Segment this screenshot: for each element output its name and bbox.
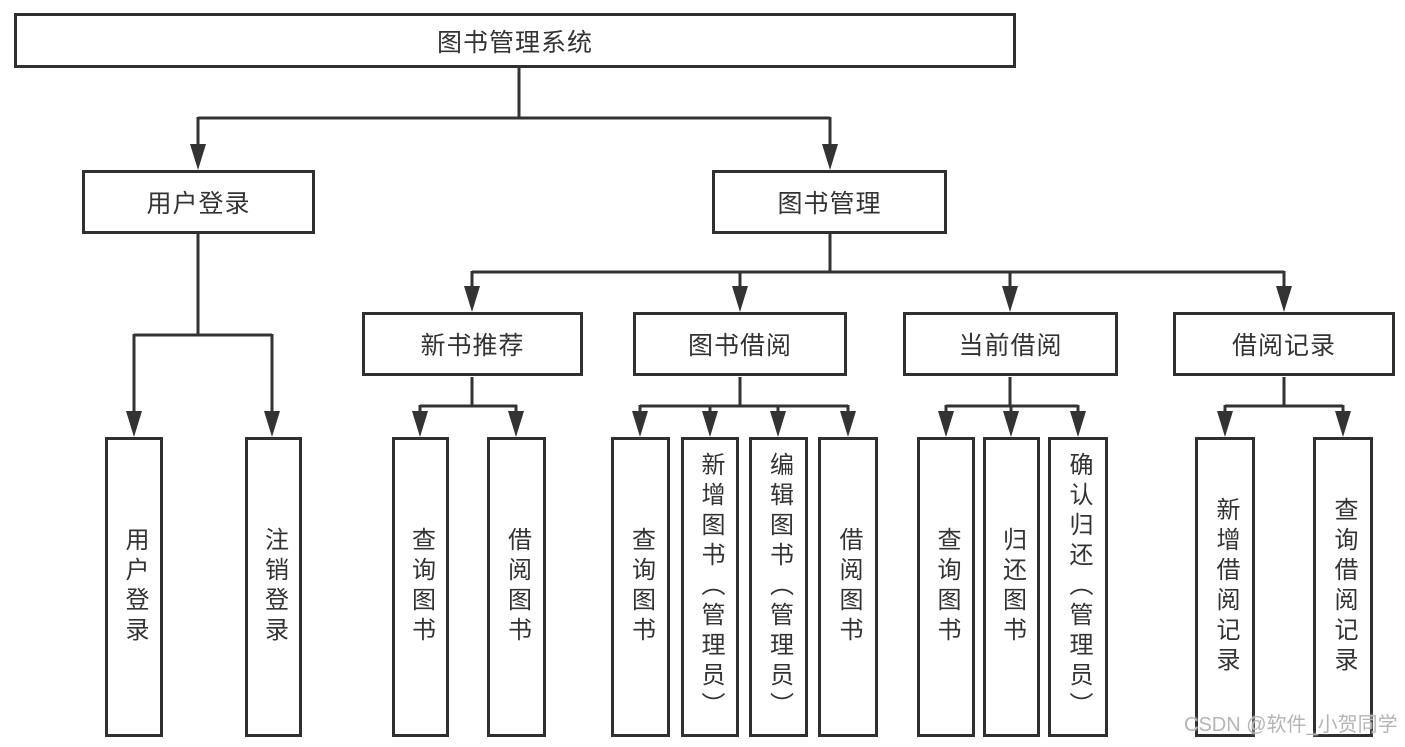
leaf-query-books-recommend: 查询图书	[392, 437, 449, 737]
leaf-logout: 注销登录	[245, 437, 302, 737]
arrowheads	[126, 144, 1351, 437]
leaf-edit-books-admin: 编辑图书（管理员）	[749, 437, 808, 737]
csdn-watermark: CSDN @软件_小贺同学	[1184, 714, 1398, 736]
node-new-book-recommendation: 新书推荐	[362, 312, 583, 376]
node-borrowing-records: 借阅记录	[1173, 312, 1395, 376]
node-library-management-system: 图书管理系统	[14, 13, 1016, 68]
leaf-query-books-borrowing: 查询图书	[611, 437, 670, 737]
leaf-query-borrow-record: 查询借阅记录	[1313, 437, 1373, 737]
node-book-management-branch: 图书管理	[712, 170, 947, 234]
leaf-add-borrow-record: 新增借阅记录	[1195, 437, 1255, 737]
leaf-add-books-admin: 新增图书（管理员）	[681, 437, 739, 737]
leaf-user-login: 用户登录	[105, 437, 163, 737]
leaf-query-books-current: 查询图书	[917, 437, 975, 737]
leaf-confirm-return-admin: 确认归还（管理员）	[1048, 437, 1108, 737]
node-current-borrowing: 当前借阅	[903, 312, 1118, 376]
node-user-login-branch: 用户登录	[82, 170, 315, 234]
leaf-borrow-books-borrowing: 借阅图书	[818, 437, 878, 737]
node-book-borrowing: 图书借阅	[633, 312, 847, 376]
leaf-return-books: 归还图书	[983, 437, 1040, 737]
leaf-borrow-books-recommend: 借阅图书	[487, 437, 546, 737]
